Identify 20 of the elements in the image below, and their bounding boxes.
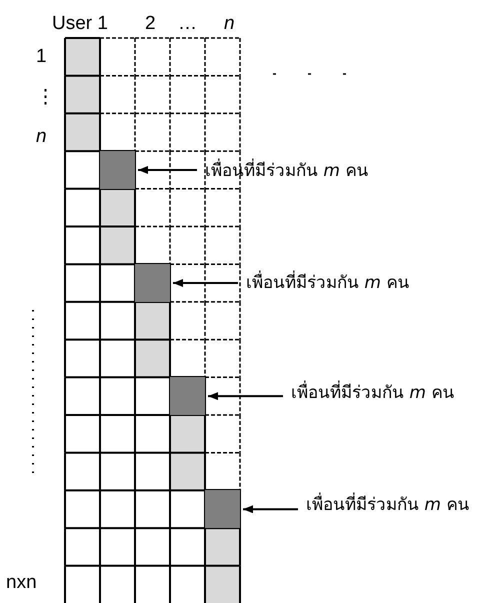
annotation-text: เพื่อนที่มีร่วมกัน m คน (205, 161, 368, 181)
annotation-text: เพื่อนที่มีร่วมกัน m คน (306, 495, 470, 515)
row-label: n (36, 127, 47, 147)
arrow (173, 279, 238, 288)
highlighted-cell (169, 376, 206, 416)
column-header: … (178, 14, 197, 34)
row-label: nxn (6, 573, 37, 593)
annotation-text: เพื่อนที่มีร่วมกัน m คน (246, 273, 410, 293)
highlighted-cell (134, 263, 171, 303)
arrow (208, 392, 283, 400)
column-header: n (224, 14, 235, 34)
highlighted-cell (204, 489, 241, 530)
annotation-text: เพื่อนที่มีร่วมกัน m คน (291, 383, 454, 403)
row-label: ⋮ (36, 88, 55, 108)
column-header: 2 (145, 14, 156, 34)
arrow (138, 166, 197, 174)
column-header: User 1 (52, 14, 108, 34)
row-label: 1 (36, 47, 47, 67)
highlighted-cell (99, 150, 136, 190)
arrow (243, 505, 298, 514)
